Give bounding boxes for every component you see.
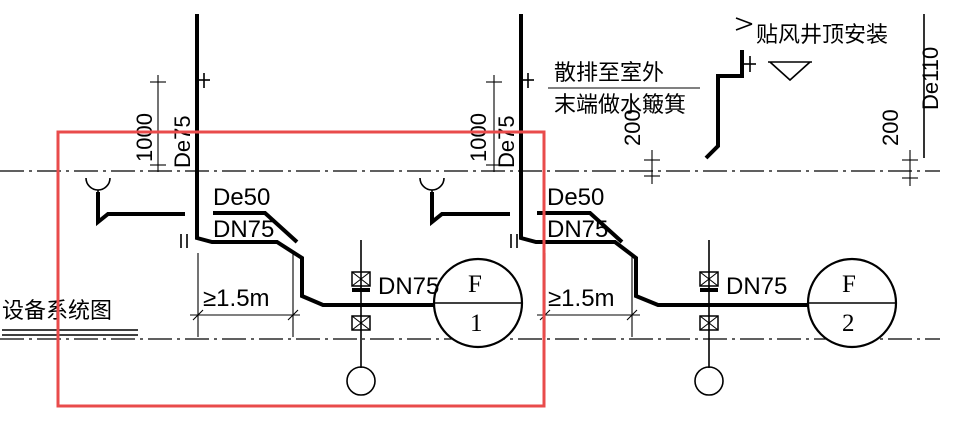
label-exhaust-2: 末端做水簸箕 [554,93,686,118]
label-exhaust-1: 散排至室外 [554,61,664,86]
label-dn75-left: DN75 [378,273,439,300]
fan-code-1: F [468,271,482,298]
label-de50-right: De50 [547,184,604,211]
label-1000-right: 1000 [466,113,491,162]
trap-left [85,177,111,191]
trap-pipe-right [430,192,510,227]
label-dn75-branch-left: DN75 [213,216,274,243]
label-200-right: 200 [878,109,903,146]
drain-pipe-left [195,14,440,307]
trap-right [419,177,445,191]
label-de75-right: De75 [494,115,519,168]
fan-code-2: F [842,271,856,298]
label-de50-left: De50 [213,184,270,211]
branch-pipe-left [213,211,299,244]
unit-right [419,14,925,396]
fan-number-1: 1 [470,310,483,337]
label-de75-left: De75 [170,115,195,168]
drain-circle-right [694,366,724,396]
label-dn75-branch-right: DN75 [547,216,608,243]
label-de110: De110 [918,47,943,110]
label-200-left: 200 [620,109,645,146]
fan-number-2: 2 [842,310,855,337]
label-vent-top: 贴风井顶安装 [756,23,888,48]
drain-pipe-right [519,14,810,307]
exhaust-pipe [704,50,744,160]
highlight-box [56,130,546,408]
unit-left [85,14,524,396]
label-dn75-right: DN75 [726,273,787,300]
label-min-len-right: ≥1.5m [548,285,615,312]
label-1000-left: 1000 [132,113,157,162]
branch-pipe-right [537,211,624,244]
trap-pipe-left [96,192,185,227]
label-min-len-left: ≥1.5m [203,285,270,312]
drain-circle-left [346,366,376,396]
vent-cap-symbol [767,61,813,82]
